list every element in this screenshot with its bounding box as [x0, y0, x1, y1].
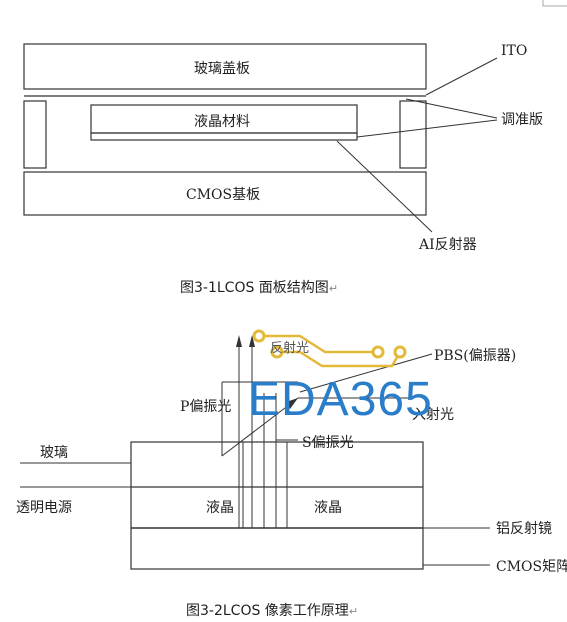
watermark-circuit-nodes: [252, 329, 407, 359]
al-reflector-layer: [90, 132, 358, 141]
alignment-plate-right: [399, 100, 427, 169]
alignment-plate-left: [23, 100, 47, 169]
alignment-plate-label: 调准版: [501, 112, 543, 128]
ito-label: ITO: [501, 43, 528, 59]
liquid-crystal-label: 液晶材料: [194, 114, 250, 130]
glass-cover-plate: [23, 43, 427, 90]
cmos-matrix-label: CMOS矩阵: [496, 559, 567, 575]
lc-left-label: 液晶: [206, 500, 234, 516]
reflected-arrow-1: [236, 335, 242, 347]
pixel-stack-outline: [130, 441, 424, 570]
figure2-caption-mark: ↵: [348, 605, 359, 618]
figure2-caption: 图3-2LCOS 像素工作原理↵: [186, 600, 358, 620]
figure1-caption-mark: ↵: [328, 282, 339, 295]
watermark-circuit: [259, 334, 402, 368]
incident-light-label: 入射光: [412, 407, 454, 423]
glass-label: 玻璃: [40, 445, 68, 461]
cmos-substrate-label: CMOS基板: [186, 187, 261, 203]
al-reflector-label: AI反射器: [419, 237, 477, 253]
s-polarized-label: S偏振光: [302, 435, 354, 451]
glass-cover-label: 玻璃盖板: [194, 61, 250, 77]
figure1-caption-text: 图3-1LCOS 面板结构图: [180, 280, 329, 296]
pbs-arrowhead: [286, 398, 298, 409]
p-polarized-label: P偏振光: [180, 399, 232, 415]
alignment-leader-2: [356, 119, 498, 138]
transparent-electrode-label: 透明电源: [16, 500, 72, 516]
cmos-substrate-plate: [23, 171, 427, 216]
al-mirror-label: 铝反射镜: [496, 521, 552, 537]
pbs-label: PBS(偏振器): [434, 348, 517, 364]
alignment-leader-1: [405, 98, 498, 119]
pbs-diagonal: [221, 397, 299, 457]
figure2-caption-text: 图3-2LCOS 像素工作原理: [186, 603, 349, 619]
ito-leader: [425, 57, 498, 96]
corner-mark: [542, 0, 567, 7]
lc-right-label: 液晶: [314, 500, 342, 516]
pbs-leader: [299, 353, 433, 393]
al-reflector-leader: [336, 140, 433, 233]
figure1-caption: 图3-1LCOS 面板结构图↵: [180, 277, 338, 297]
reflected-light-label: 反射光: [270, 341, 310, 356]
reflected-arrow-2: [249, 335, 255, 347]
watermark-logo: EDA365: [248, 373, 433, 426]
